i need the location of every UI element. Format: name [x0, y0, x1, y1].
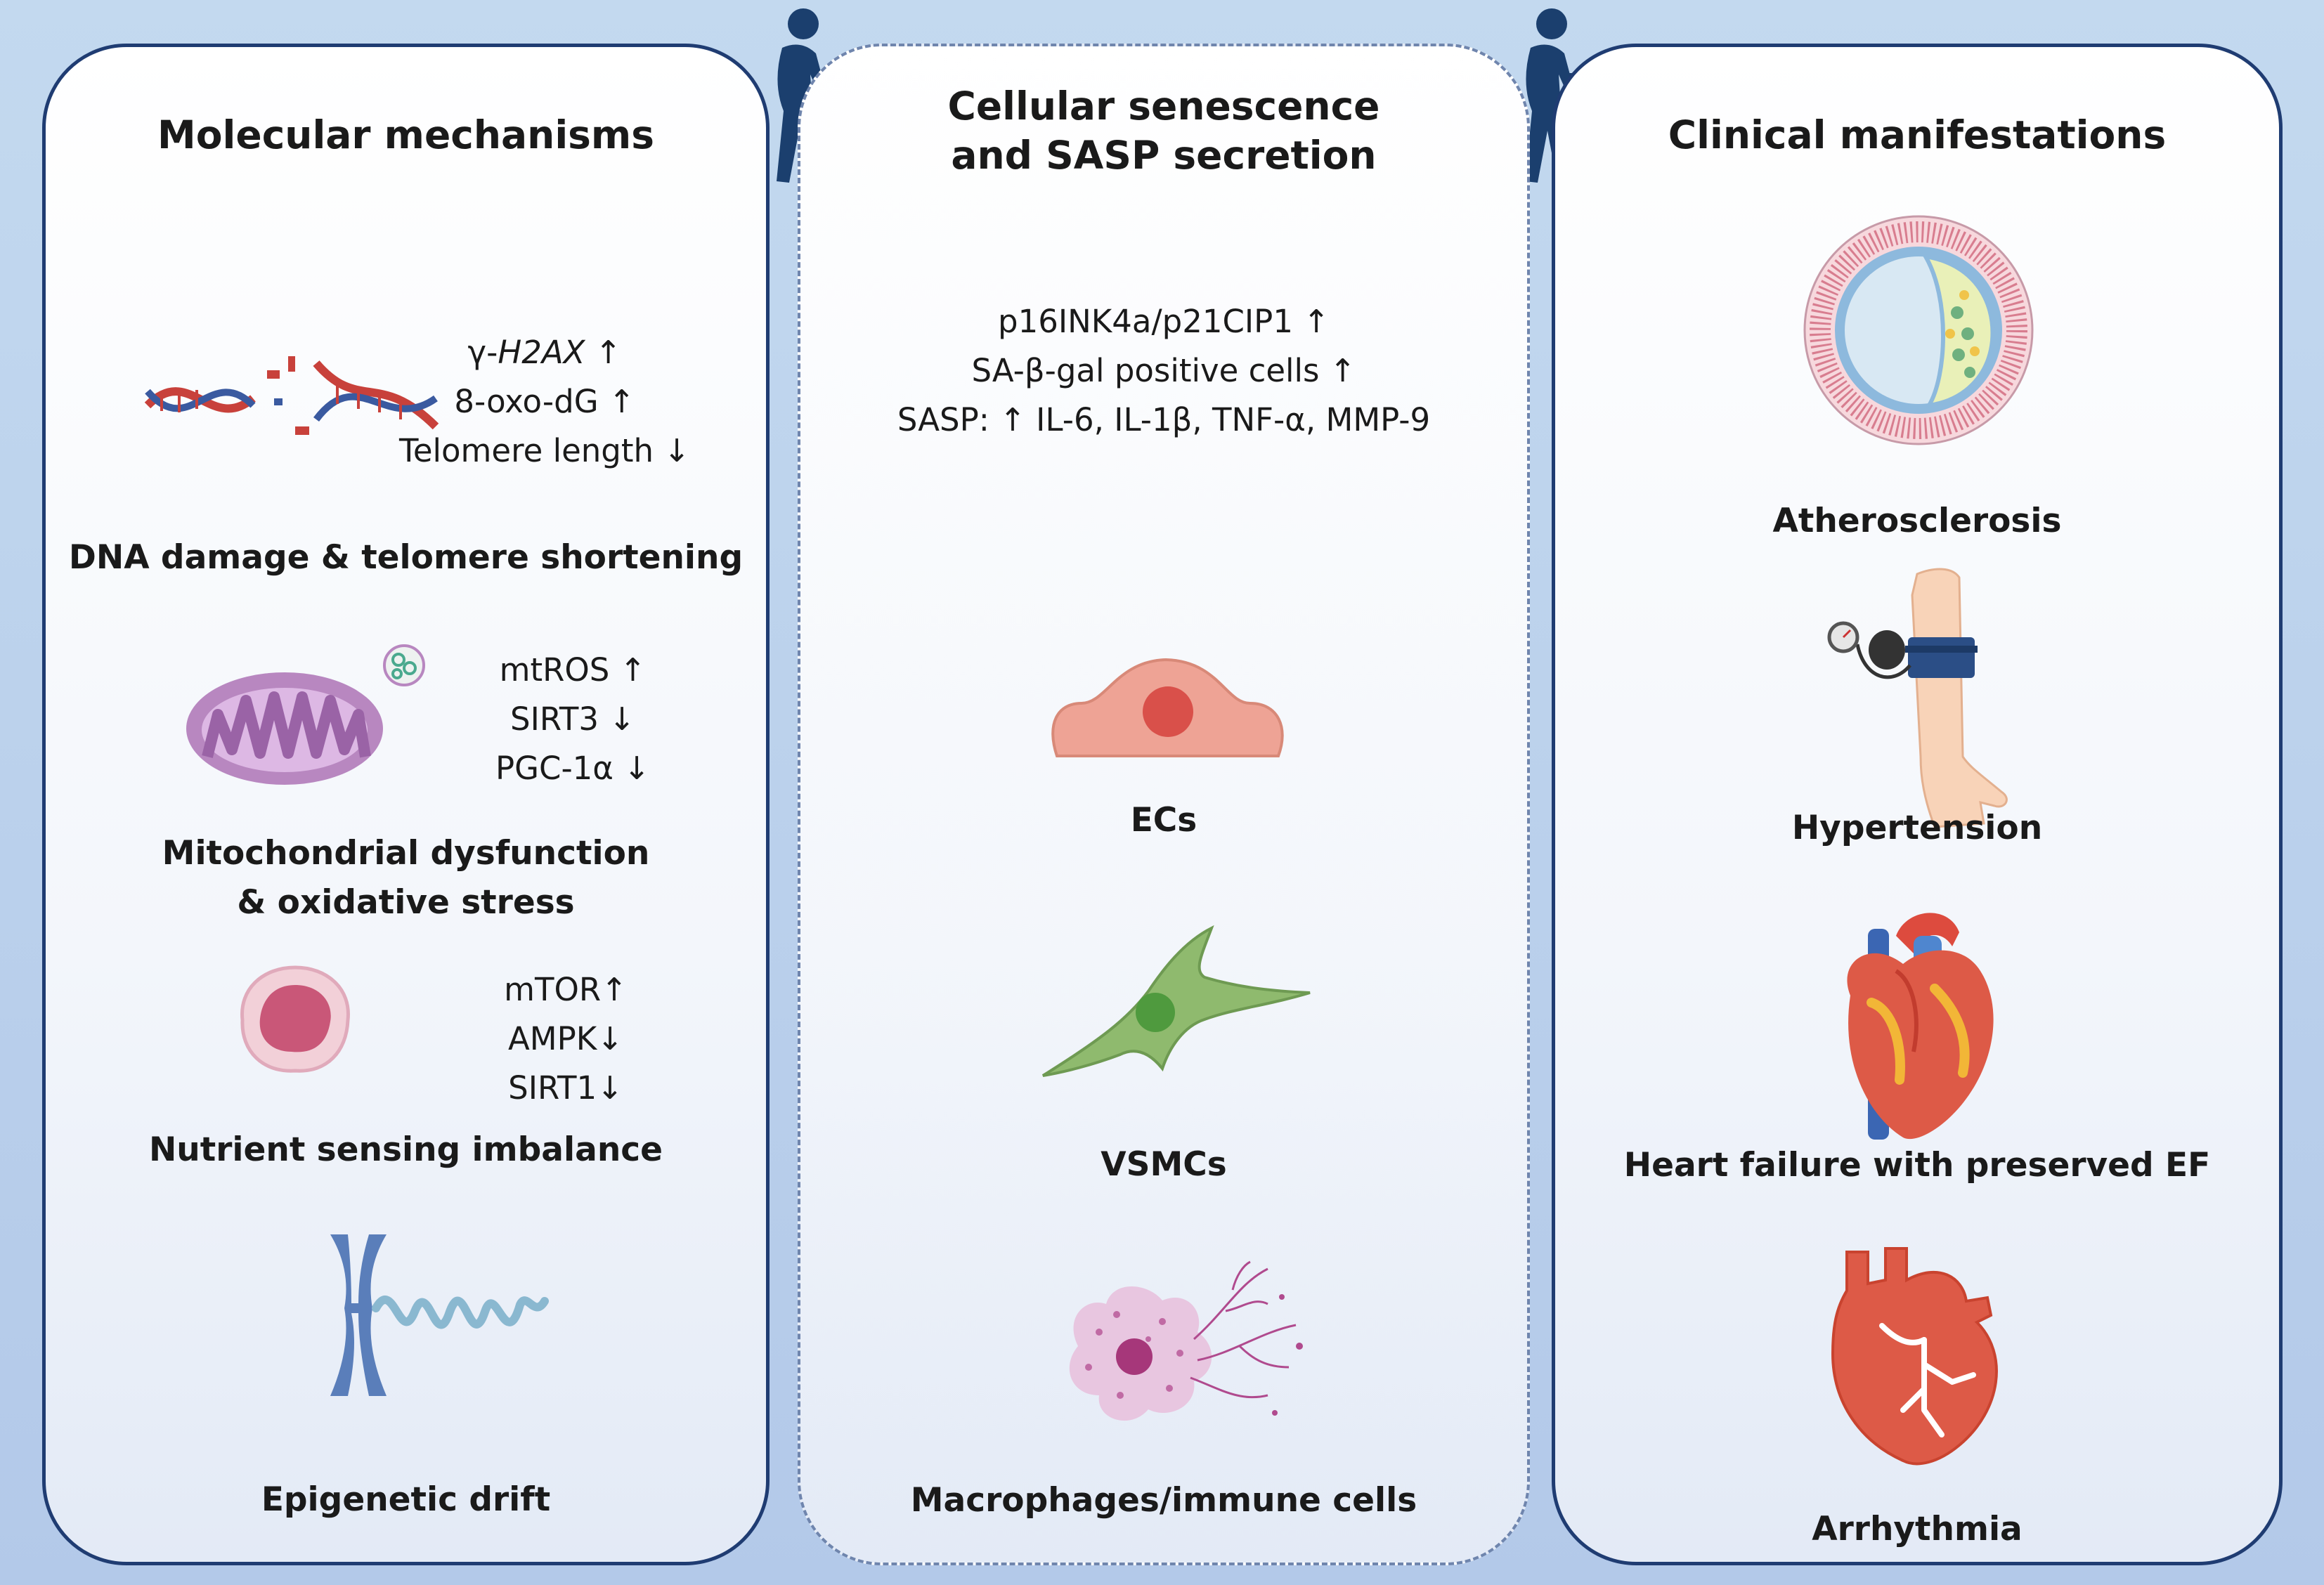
dna-damage-label: DNA damage & telomere shortening — [68, 538, 744, 577]
nutrient-markers: mTOR↑ AMPK↓ SIRT1↓ — [504, 971, 628, 1107]
molecular-mechanisms-panel: Molecular mechanisms γ-H2AX ↑ 8-oxo-dG ↑… — [42, 44, 770, 1565]
dna-markers: γ-H2AX ↑ 8-oxo-dG ↑ Telomere length ↓ — [398, 334, 691, 469]
mito-label-line2: & oxidative stress — [237, 883, 575, 922]
panel-title: Molecular mechanisms — [157, 112, 654, 157]
mitochondria-icon — [186, 644, 425, 785]
nutrient-label: Nutrient sensing imbalance — [148, 1130, 663, 1169]
endothelial-cell-icon — [1051, 658, 1284, 757]
senescence-markers: p16INK4a/p21CIP1 ↑ SA-β-gal positive cel… — [897, 303, 1431, 438]
mito-markers: mtROS ↑ SIRT3 ↓ PGC-1α ↓ — [495, 651, 650, 787]
panel-title-line2: and SASP secretion — [951, 133, 1377, 178]
clinical-manifestations-panel: Clinical manifestations Atherosclerosis … — [1552, 44, 2283, 1565]
hfpef-label: Heart failure with preserved EF — [1623, 1146, 2211, 1185]
mito-label-line1: Mitochondrial dysfunction — [162, 834, 650, 873]
atherosclerosis-label: Atherosclerosis — [1772, 502, 2062, 540]
epigenetic-label: Epigenetic drift — [261, 1480, 551, 1519]
artery-cross-section-icon — [1803, 215, 2034, 445]
cellular-senescence-panel: Cellular senescence and SASP secretion p… — [798, 44, 1530, 1565]
macrophages-label: Macrophages/immune cells — [910, 1481, 1417, 1520]
panel-title: Clinical manifestations — [1668, 112, 2167, 157]
panel-title-line1: Cellular senescence — [947, 84, 1380, 129]
arrhythmia-label: Arrhythmia — [1812, 1510, 2023, 1548]
cell-icon — [240, 965, 350, 1073]
blood-pressure-cuff-icon — [1827, 568, 2008, 828]
macrophage-icon — [1069, 1260, 1303, 1421]
heart-conduction-icon — [1831, 1247, 1998, 1466]
vsmcs-label: VSMCs — [1101, 1145, 1227, 1184]
ecs-label: ECs — [1130, 801, 1197, 840]
hypertension-label: Hypertension — [1791, 809, 2043, 847]
smooth-muscle-cell-icon — [1041, 925, 1311, 1077]
chromosome-icon — [330, 1234, 549, 1396]
heart-icon — [1847, 913, 1994, 1140]
dna-icon — [144, 356, 439, 435]
